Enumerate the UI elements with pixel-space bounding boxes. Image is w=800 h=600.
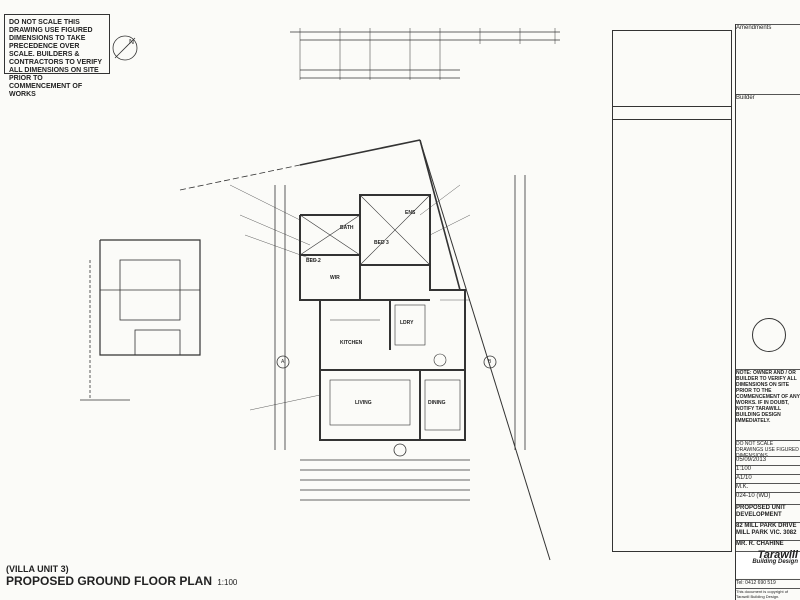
room-label: LIVING bbox=[355, 400, 372, 406]
general-notes-box bbox=[612, 30, 732, 120]
project-line-1: PROPOSED UNIT bbox=[736, 505, 786, 511]
room-label: BED 2 bbox=[306, 258, 321, 264]
plan-title-text: PROPOSED GROUND FLOOR PLAN bbox=[6, 574, 213, 588]
room-label: LDRY bbox=[400, 320, 414, 326]
title-block: Amendments Builder NOTE: OWNER AND / OR … bbox=[735, 24, 800, 600]
company-phone: Tel: 0412 690 519 bbox=[736, 579, 800, 588]
address-line-1: 82 MILL PARK DRIVE bbox=[736, 523, 797, 529]
amendments-label: Amendments bbox=[736, 24, 800, 35]
drawn-by: M.K. bbox=[736, 483, 800, 492]
north-arrow-icon bbox=[752, 318, 786, 352]
company-sub: Building Design bbox=[752, 559, 798, 565]
sheet-size: A1/10 bbox=[736, 474, 800, 483]
do-not-scale-warning: DO NOT SCALE THIS DRAWING USE FIGURED DI… bbox=[4, 14, 110, 98]
client-name: MR. R. CHAHINE bbox=[736, 540, 800, 550]
builder-label: Builder bbox=[736, 94, 800, 105]
date: 05/09/2013 bbox=[736, 456, 800, 465]
company-name: Tarawill bbox=[757, 549, 798, 561]
room-label: WIR bbox=[330, 275, 340, 281]
project-name: PROPOSED UNIT DEVELOPMENT bbox=[736, 504, 800, 521]
section-marker-a: A bbox=[281, 359, 285, 365]
plan-title: PROPOSED GROUND FLOOR PLAN 1:100 bbox=[6, 574, 237, 588]
company-logo: Tarawill Building Design bbox=[736, 549, 800, 578]
verify-note: NOTE: OWNER AND / OR BUILDER TO VERIFY A… bbox=[736, 369, 800, 440]
job-number: 024-10 (WD) bbox=[736, 492, 800, 502]
plan-scale: 1:100 bbox=[217, 578, 238, 587]
room-label: BED 3 bbox=[374, 240, 389, 246]
svg-text:N: N bbox=[129, 39, 134, 46]
project-line-2: DEVELOPMENT bbox=[736, 512, 782, 518]
section-marker-b: B bbox=[488, 359, 492, 365]
room-label: BATH bbox=[340, 225, 354, 231]
room-label: ENS bbox=[405, 210, 416, 216]
copyright-note: This document is copyright of Tarawill B… bbox=[736, 588, 800, 599]
project-address: 82 MILL PARK DRIVE MILL PARK VIC. 3082 bbox=[736, 522, 800, 539]
room-label: KITCHEN bbox=[340, 340, 363, 346]
unit-label: (VILLA UNIT 3) bbox=[6, 564, 69, 574]
scale: 1:100 bbox=[736, 465, 800, 474]
room-label: DINING bbox=[428, 400, 446, 406]
address-line-2: MILL PARK VIC. 3082 bbox=[736, 530, 797, 536]
do-not-scale-note: DO NOT SCALE DRAWINGS USE FIGURED DIMENS… bbox=[736, 440, 800, 459]
construction-notes-box bbox=[612, 106, 732, 552]
